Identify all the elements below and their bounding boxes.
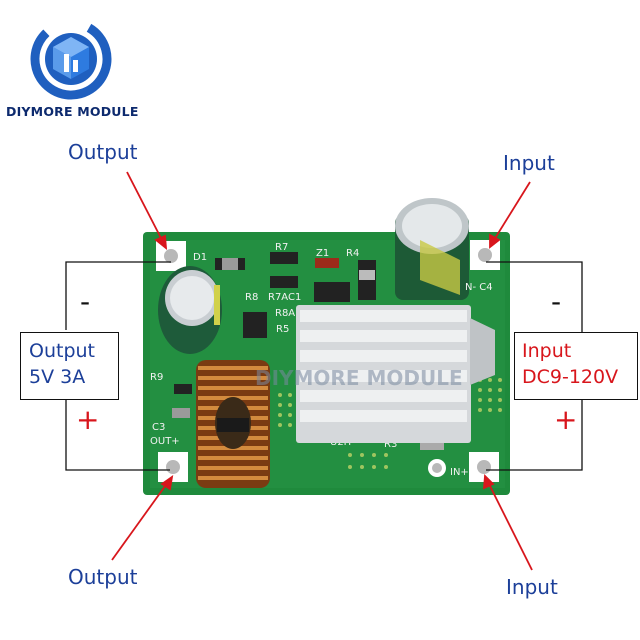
input-minus-sign: - xyxy=(551,285,562,318)
svg-text:R8A: R8A xyxy=(275,308,295,319)
input-top-label: Input xyxy=(503,151,555,175)
svg-text:R3: R3 xyxy=(384,439,397,450)
svg-text:C3: C3 xyxy=(152,422,165,433)
input-spec-title: Input xyxy=(522,340,572,362)
output-plus-sign: + xyxy=(76,403,100,436)
output-spec-box: Output 5V 3A xyxy=(20,332,119,400)
output-spec-title: Output xyxy=(29,340,95,362)
svg-text:IN+: IN+ xyxy=(450,467,469,478)
svg-text:R7: R7 xyxy=(275,242,288,253)
output-top-label: Output xyxy=(68,140,138,164)
input-spec-value: DC9-120V xyxy=(522,366,619,388)
svg-text:R9: R9 xyxy=(150,372,163,383)
svg-text:N- C4: N- C4 xyxy=(465,282,493,293)
input-bottom-label: Input xyxy=(506,575,558,599)
output-minus-sign: - xyxy=(80,285,91,318)
brand-logo xyxy=(30,18,112,100)
svg-text:OUT+: OUT+ xyxy=(150,436,180,447)
svg-text:R7AC1: R7AC1 xyxy=(268,292,301,303)
svg-text:R8: R8 xyxy=(245,292,258,303)
output-spec-value: 5V 3A xyxy=(29,366,86,388)
svg-text:DIYMORE MODULE: DIYMORE MODULE xyxy=(255,366,463,390)
svg-text:R4: R4 xyxy=(346,248,359,259)
svg-text:D1: D1 xyxy=(193,252,207,263)
input-plus-sign: + xyxy=(554,403,578,436)
brand-name: DIYMORE MODULE xyxy=(6,104,139,119)
input-spec-box: Input DC9-120V xyxy=(514,332,638,400)
svg-text:Z1: Z1 xyxy=(316,248,329,259)
output-bottom-label: Output xyxy=(68,565,138,589)
svg-text:R5: R5 xyxy=(276,324,289,335)
